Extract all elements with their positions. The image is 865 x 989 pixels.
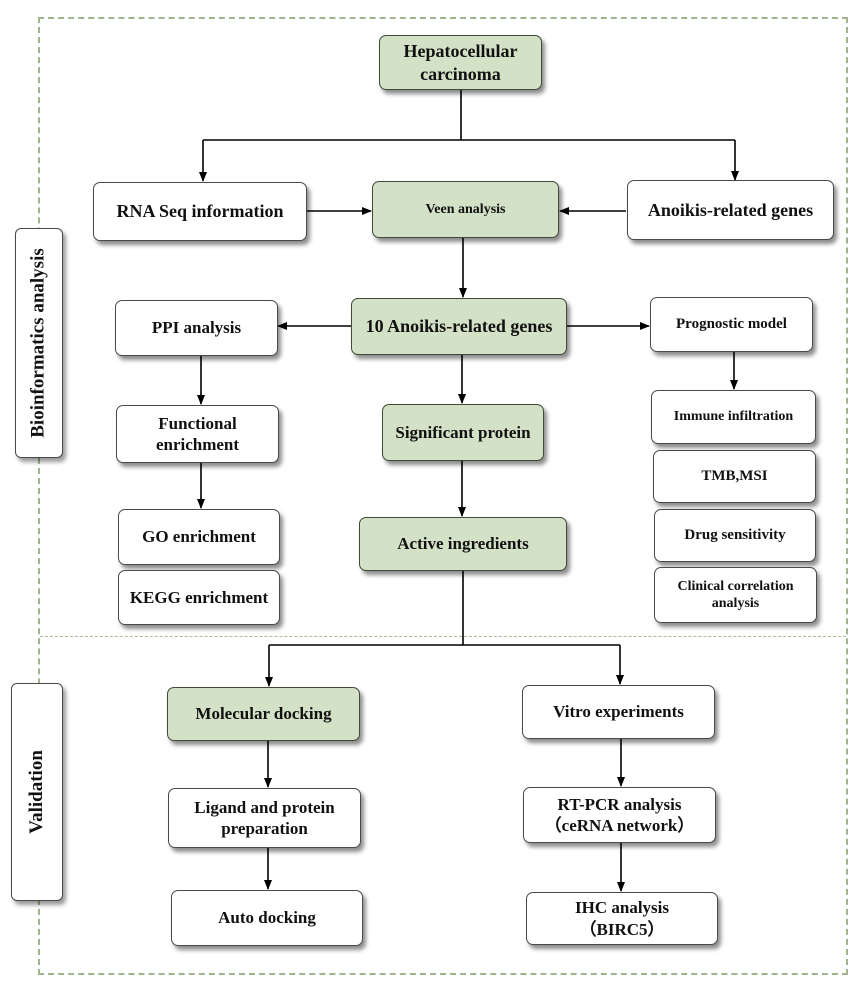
- node-prognostic-model: Prognostic model: [650, 297, 813, 352]
- node-clinical-correlation-analysis: Clinical correlation analysis: [654, 567, 817, 623]
- node-functional-enrichment: Functional enrichment: [116, 405, 279, 463]
- node-rna-seq-information: RNA Seq information: [93, 182, 307, 241]
- node-anoikis-related-genes: Anoikis-related genes: [627, 180, 834, 240]
- node-tmb-msi: TMB,MSI: [653, 450, 816, 503]
- section-label-bioinformatics: Bioinformatics analysis: [15, 228, 63, 458]
- node-rt-pcr-analysis: RT-PCR analysis （ceRNA network）: [523, 787, 716, 843]
- node-hepatocellular-carcinoma: Hepatocellular carcinoma: [379, 35, 542, 90]
- outer-dashed-frame: [38, 17, 848, 975]
- section-divider: [40, 636, 846, 637]
- node-ppi-analysis: PPI analysis: [115, 300, 278, 356]
- node-active-ingredients: Active ingredients: [359, 517, 567, 571]
- node-molecular-docking: Molecular docking: [167, 687, 360, 741]
- node-ligand-and-protein-preparation: Ligand and protein preparation: [168, 788, 361, 848]
- node-kegg-enrichment: KEGG enrichment: [118, 570, 280, 625]
- node-10-anoikis-related-genes: 10 Anoikis-related genes: [351, 298, 567, 355]
- node-ihc-analysis: IHC analysis （BIRC5）: [526, 892, 718, 945]
- node-vitro-experiments: Vitro experiments: [522, 685, 715, 739]
- node-auto-docking: Auto docking: [171, 890, 363, 946]
- node-significant-protein: Significant protein: [382, 404, 544, 461]
- node-go-enrichment: GO enrichment: [118, 509, 280, 565]
- node-immune-infiltration: Immune infiltration: [651, 390, 816, 444]
- node-drug-sensitivity: Drug sensitivity: [654, 509, 816, 562]
- node-veen-analysis: Veen analysis: [372, 181, 559, 238]
- section-label-validation: Validation: [11, 683, 63, 901]
- edge-hcc-to-rna: [203, 139, 735, 181]
